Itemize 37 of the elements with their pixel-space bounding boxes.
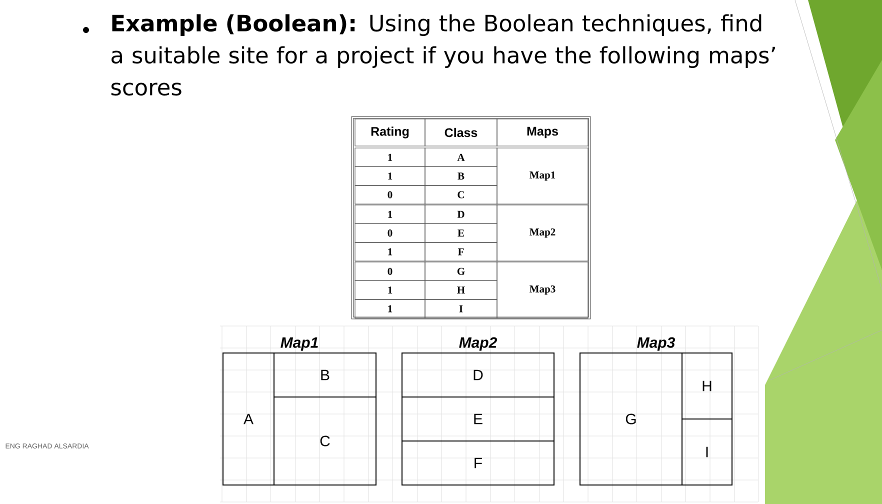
map-region: A xyxy=(222,352,274,486)
map-region: E xyxy=(402,396,554,442)
table-cell: F xyxy=(424,242,498,262)
table-cell: B xyxy=(424,166,498,186)
node-label: Map3 xyxy=(637,337,676,351)
table-cell: H xyxy=(424,280,498,300)
table-cell: D xyxy=(424,204,498,224)
node-label: Map2 xyxy=(459,337,498,351)
map-region: G xyxy=(580,352,682,486)
header-cell: Class xyxy=(424,118,498,146)
table-cell: A xyxy=(424,148,498,167)
table-cell: 1 xyxy=(354,204,426,224)
table-cell: Map2 xyxy=(496,204,588,262)
header-cell: Maps xyxy=(496,118,588,146)
table-cell: 1 xyxy=(354,148,426,167)
map-region: D xyxy=(402,352,554,398)
table-cell: 1 xyxy=(354,166,426,186)
table-cell: E xyxy=(424,223,498,243)
node-label: Map1 xyxy=(280,337,318,351)
table-cell: 1 xyxy=(354,280,426,300)
table-cell: Map3 xyxy=(496,262,588,318)
header-cell: Rating xyxy=(354,118,426,146)
map-region: B xyxy=(274,352,376,398)
table-cell: 0 xyxy=(354,223,426,243)
map-region: I xyxy=(682,418,732,486)
table-cell: C xyxy=(424,185,498,204)
bullet-text: Example (Boolean): Using the Boolean techniques, find a suitable site for a project if you have the following maps’ scores xyxy=(111,14,775,96)
map-region: H xyxy=(682,352,732,420)
table-cell: 1 xyxy=(354,299,426,318)
table-cell: 1 xyxy=(354,242,426,262)
table-cell: Map1 xyxy=(496,148,588,204)
table-cell: I xyxy=(424,299,498,318)
table-cell: G xyxy=(424,262,498,281)
table-cell: 0 xyxy=(354,262,426,281)
table-cell: 0 xyxy=(354,185,426,204)
map-region: C xyxy=(274,396,376,486)
map-region: F xyxy=(402,440,554,486)
